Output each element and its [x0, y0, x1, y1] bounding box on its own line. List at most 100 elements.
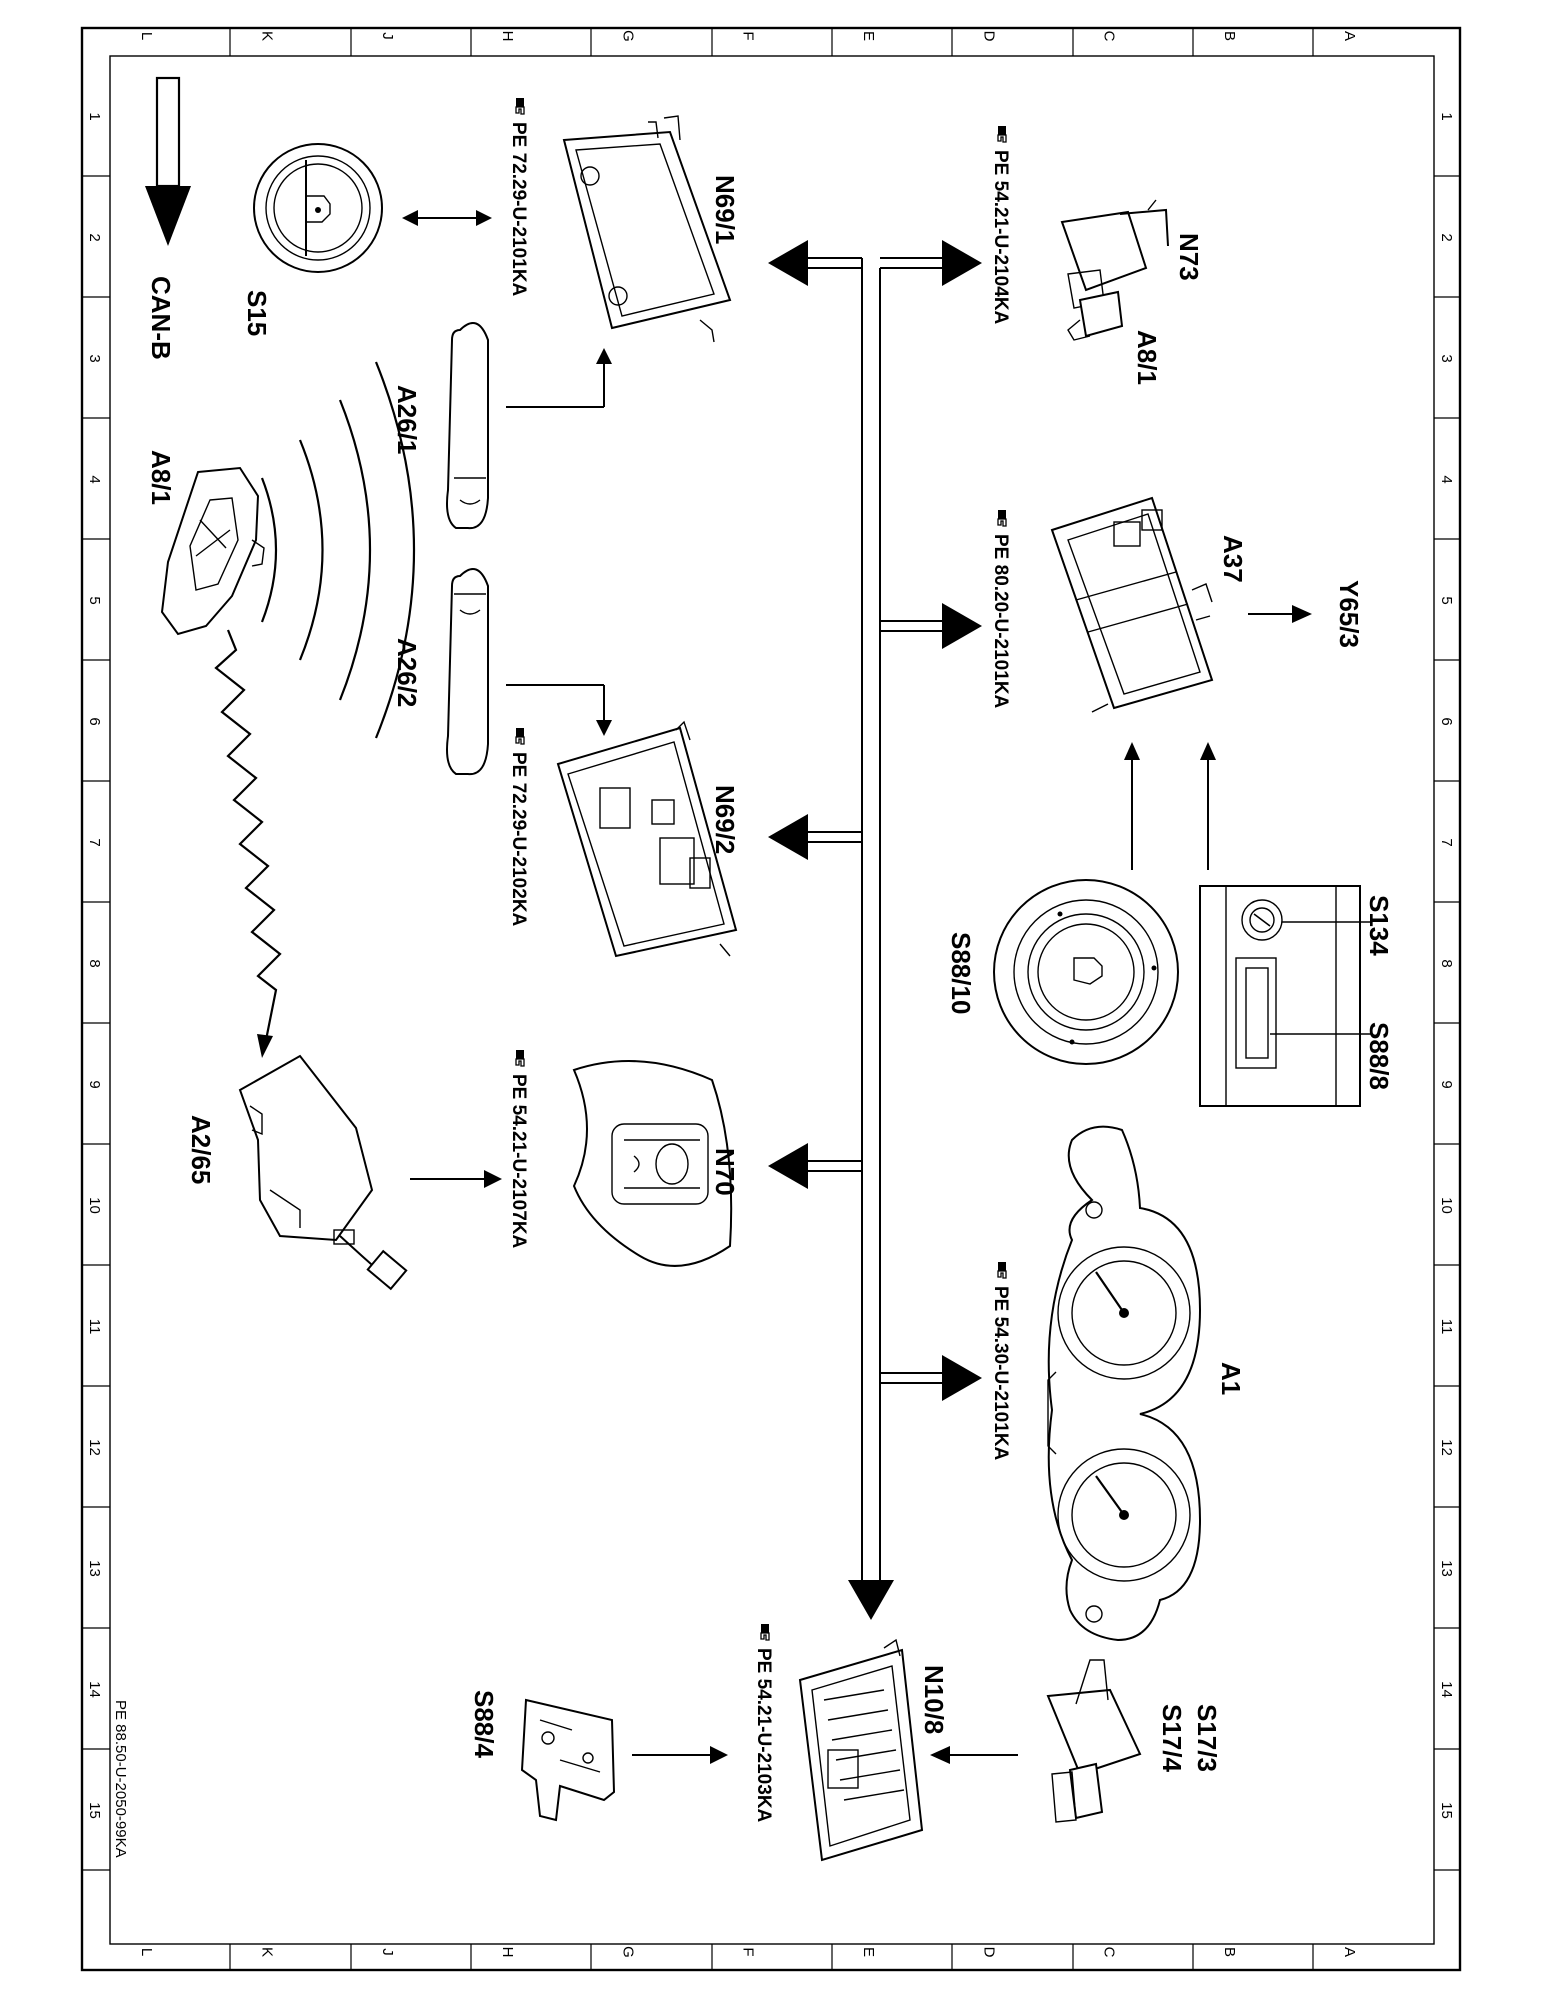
label-s88-8: S88/8 — [1364, 1022, 1394, 1090]
label-n69-1: N69/1 — [710, 175, 740, 244]
grid-col-left-9: 9 — [86, 1080, 103, 1088]
grid-row-top-e: E — [860, 31, 877, 41]
grid-col-left-2: 2 — [86, 233, 103, 241]
label-a37: A37 — [1218, 535, 1248, 583]
grid-row-bottom-d: D — [980, 1947, 997, 1958]
grid-col-right-10: 10 — [1438, 1197, 1455, 1214]
grid-col-left-14: 14 — [86, 1681, 103, 1698]
ref-n69-1: PE 72.29-U-2101KA — [508, 122, 529, 297]
grid-col-right-8: 8 — [1438, 959, 1455, 967]
grid-row-bottom-b: B — [1221, 1947, 1238, 1957]
label-a8-1-switch: A8/1 — [1132, 330, 1162, 385]
grid-row-top-d: D — [980, 31, 997, 42]
grid-col-left-15: 15 — [86, 1802, 103, 1819]
label-s88-10: S88/10 — [946, 932, 976, 1014]
grid-col-left-12: 12 — [86, 1439, 103, 1456]
s88-10-switch-icon — [993, 879, 1179, 1065]
grid-col-left-6: 6 — [86, 717, 103, 725]
s15-switch-icon — [253, 143, 383, 273]
label-s15: S15 — [242, 290, 272, 336]
a37-module-icon — [1050, 496, 1214, 713]
document-id: PE 88.50-U-2050-99KA — [112, 1700, 129, 1858]
label-a2-65: A2/65 — [186, 1115, 216, 1184]
grid-row-bottom-k: K — [258, 1947, 275, 1957]
s17-switch-icon — [1046, 1659, 1142, 1823]
grid-col-left-11: 11 — [86, 1319, 103, 1335]
grid-ticks — [82, 28, 1460, 1970]
label-a26-1: A26/1 — [392, 385, 422, 454]
document-references: PE 72.29-U-2101KA PE 72.29-U-2102KA PE 5… — [508, 97, 1011, 1823]
grid-row-top-j: J — [379, 32, 396, 40]
grid-row-bottom-j: J — [379, 1948, 396, 1956]
grid-col-right-12: 12 — [1438, 1439, 1455, 1456]
grid-row-top-a: A — [1341, 31, 1358, 41]
label-s17-3: S17/3 — [1192, 1704, 1222, 1772]
reference-pointer-icon — [997, 125, 1007, 143]
signal-arrows — [402, 210, 1312, 1764]
grid-row-bottom-e: E — [860, 1947, 877, 1957]
grid-row-top-b: B — [1221, 31, 1238, 41]
grid-col-right-14: 14 — [1438, 1681, 1455, 1698]
grid-row-bottom-a: A — [1341, 1947, 1358, 1957]
grid-col-left-1: 1 — [86, 112, 103, 120]
s88-4-bracket-icon — [520, 1698, 616, 1822]
can-bus-lines — [796, 257, 950, 1580]
a26-1-handle-icon — [446, 321, 489, 530]
label-a26-2: A26/2 — [392, 638, 422, 707]
n69-1-module-icon — [562, 115, 732, 343]
grid-col-right-11: 11 — [1438, 1319, 1455, 1335]
n73-ignition-switch-icon — [1060, 199, 1169, 341]
n10-8-sam-module-icon — [798, 1638, 924, 1862]
label-n73: N73 — [1174, 233, 1204, 281]
ref-a37: PE 80.20-U-2101KA — [990, 534, 1011, 709]
a1-instrument-cluster-icon — [1047, 1125, 1202, 1642]
grid-row-top-k: K — [258, 31, 275, 41]
label-n69-2: N69/2 — [710, 785, 740, 854]
grid-col-right-1: 1 — [1438, 112, 1455, 120]
n70-overhead-panel-icon — [572, 1060, 733, 1267]
reference-pointer-icon — [760, 1623, 770, 1641]
grid-col-right-4: 4 — [1438, 475, 1455, 483]
wireless-arrowhead — [257, 1034, 273, 1058]
grid-col-left-7: 7 — [86, 838, 103, 846]
label-n70: N70 — [710, 1148, 740, 1196]
grid-row-bottom-l: L — [138, 1948, 155, 1956]
ref-n73: PE 54.21-U-2104KA — [990, 150, 1011, 325]
grid-col-right-15: 15 — [1438, 1802, 1455, 1819]
grid-row-top-c: C — [1101, 31, 1118, 42]
grid-col-right-5: 5 — [1438, 596, 1455, 604]
grid-col-left-3: 3 — [86, 354, 103, 362]
grid-col-right-2: 2 — [1438, 233, 1455, 241]
reference-pointer-icon — [515, 727, 525, 745]
ref-n69-2: PE 72.29-U-2102KA — [508, 752, 529, 927]
a2-65-receiver-icon — [238, 1054, 408, 1291]
ref-n70: PE 54.21-U-2107KA — [508, 1074, 529, 1249]
label-n10-8: N10/8 — [919, 1665, 949, 1734]
grid-row-bottom-g: G — [619, 1946, 636, 1958]
grid-row-bottom-f: F — [740, 1947, 757, 1956]
label-s88-4: S88/4 — [469, 1690, 499, 1758]
grid-col-left-4: 4 — [86, 475, 103, 483]
label-s17-4: S17/4 — [1157, 1704, 1187, 1772]
label-a1: A1 — [1216, 1362, 1246, 1395]
grid-col-right-7: 7 — [1438, 838, 1455, 846]
label-s134: S134 — [1364, 895, 1394, 956]
can-b-arrow-icon — [145, 76, 191, 246]
wireless-signal-icon — [214, 361, 416, 1041]
ref-a1: PE 54.30-U-2101KA — [990, 1286, 1011, 1461]
frame — [80, 26, 1462, 1972]
grid-col-right-3: 3 — [1438, 354, 1455, 362]
a26-2-handle-icon — [446, 567, 489, 776]
grid-row-bottom-c: C — [1101, 1947, 1118, 1958]
label-a8-1-key: A8/1 — [146, 450, 176, 505]
grid-col-left-8: 8 — [86, 959, 103, 967]
n69-2-module-icon — [556, 720, 738, 958]
can-bus-arrowheads — [768, 240, 982, 1620]
label-can-b: CAN-B — [146, 276, 176, 360]
grid-col-left-10: 10 — [86, 1197, 103, 1214]
grid-col-left-13: 13 — [86, 1560, 103, 1577]
grid-col-right-6: 6 — [1438, 717, 1455, 725]
